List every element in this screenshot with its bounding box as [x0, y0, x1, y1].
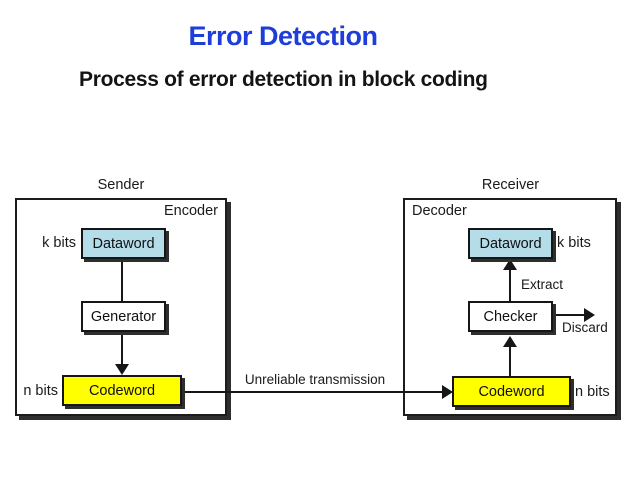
- checker-box: Checker: [468, 301, 553, 332]
- sender-nbits-label: n bits: [23, 383, 58, 399]
- receiver-codeword-box: Codeword: [452, 376, 571, 407]
- arrow-generator-to-codeword: [121, 332, 123, 366]
- arrowhead-up-icon: [503, 336, 517, 347]
- connector-dataword-to-generator: [121, 259, 123, 302]
- sender-codeword-box: Codeword: [62, 375, 182, 406]
- sender-kbits-label: k bits: [42, 235, 76, 251]
- receiver-group-label: Receiver: [481, 177, 540, 193]
- generator-box: Generator: [81, 301, 166, 332]
- decoder-label: Decoder: [412, 203, 467, 219]
- receiver-kbits-label: k bits: [557, 235, 591, 251]
- arrow-discard: [555, 314, 585, 316]
- page-title: Error Detection: [188, 21, 378, 51]
- extract-label: Extract: [521, 277, 564, 292]
- sender-group-label: Sender: [97, 177, 145, 193]
- arrowhead-up-icon: [503, 259, 517, 270]
- transmission-label: Unreliable transmission: [244, 372, 386, 387]
- arrow-transmission: [180, 391, 443, 393]
- page-subtitle: Process of error detection in block codi…: [79, 68, 488, 91]
- arrowhead-right-icon: [584, 308, 595, 322]
- encoder-label: Encoder: [163, 203, 218, 219]
- arrowhead-down-icon: [115, 364, 129, 375]
- sender-dataword-box: Dataword: [81, 228, 166, 259]
- receiver-dataword-box: Dataword: [468, 228, 553, 259]
- arrow-codeword-to-checker: [509, 344, 511, 377]
- discard-label: Discard: [562, 320, 608, 335]
- arrowhead-right-icon: [442, 385, 453, 399]
- receiver-nbits-label: n bits: [575, 384, 610, 400]
- arrow-checker-to-dataword: [509, 267, 511, 302]
